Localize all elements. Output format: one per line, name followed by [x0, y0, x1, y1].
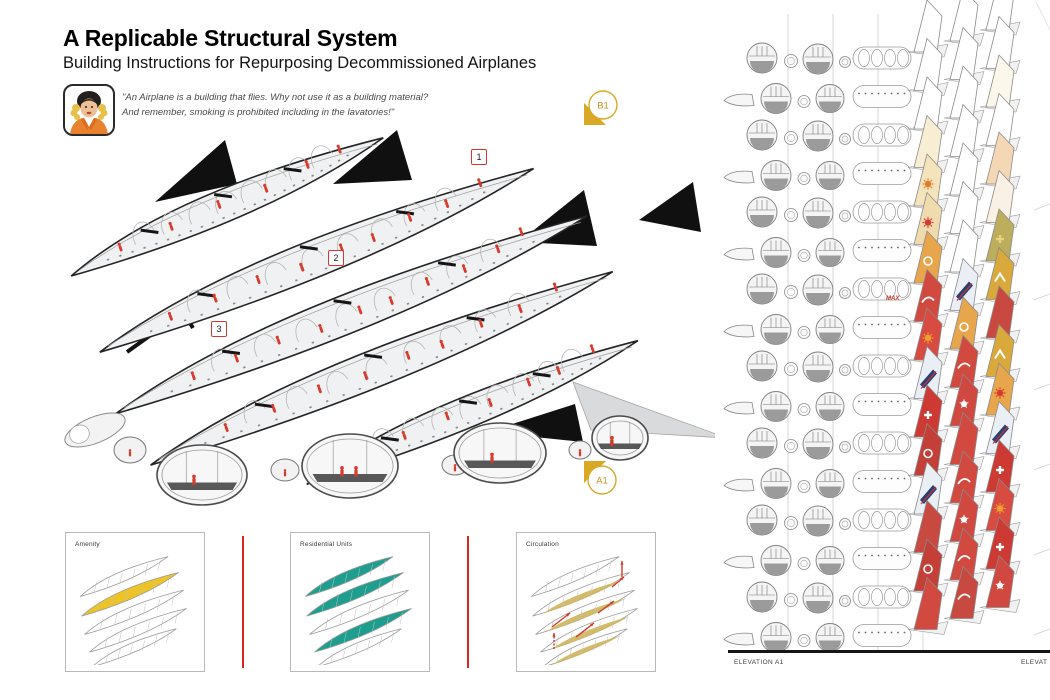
callout-2-label: 2 [333, 253, 339, 263]
section-marker-b1: B1 [584, 90, 618, 125]
tower-elevation-drawing: MAX [723, 0, 1050, 653]
marker-b1-label: B1 [597, 101, 609, 112]
elevation-b1-label-partial: ELEVAT [1021, 659, 1048, 666]
callout-1-label: 1 [476, 152, 482, 162]
legend-box-residential: Residential Units [290, 532, 430, 672]
quote-line-1: "An Airplane is a building that flies. W… [122, 92, 429, 103]
callout-1: 1 [471, 149, 487, 165]
legend-separator-2 [467, 536, 469, 668]
legend-diagram-amenity [79, 556, 187, 665]
callout-3-label: 3 [216, 324, 222, 334]
max-livery-text: MAX [886, 296, 900, 302]
callout-2: 2 [328, 250, 344, 266]
ground-line [728, 650, 1050, 653]
page-subtitle: Building Instructions for Repurposing De… [63, 54, 537, 73]
elevation-a1-label: ELEVATION A1 [734, 659, 784, 666]
legend-separator-1 [242, 536, 244, 668]
legend-label-circulation: Circulation [526, 541, 559, 548]
section-marker-a1: A1 [584, 461, 617, 495]
legend-diagram-residential [304, 556, 412, 665]
legend-label-residential: Residential Units [300, 541, 353, 548]
legend-box-amenity: Amenity [65, 532, 205, 672]
page-title: A Replicable Structural System [63, 25, 398, 51]
avatar [63, 84, 115, 136]
marker-a1-label: A1 [596, 476, 608, 487]
axonometric-drawing [64, 130, 715, 506]
header: A Replicable Structural System Building … [63, 25, 537, 73]
legend-label-amenity: Amenity [75, 541, 100, 548]
legend-diagram-circulation [530, 556, 638, 665]
quote-line-2: And remember, smoking is prohibited incl… [122, 106, 395, 118]
legend-box-circulation: Circulation [516, 532, 656, 672]
flight-attendant-illustration [70, 91, 108, 134]
callout-3: 3 [211, 321, 227, 337]
quote-block: "An Airplane is a building that flies. W… [122, 91, 428, 120]
